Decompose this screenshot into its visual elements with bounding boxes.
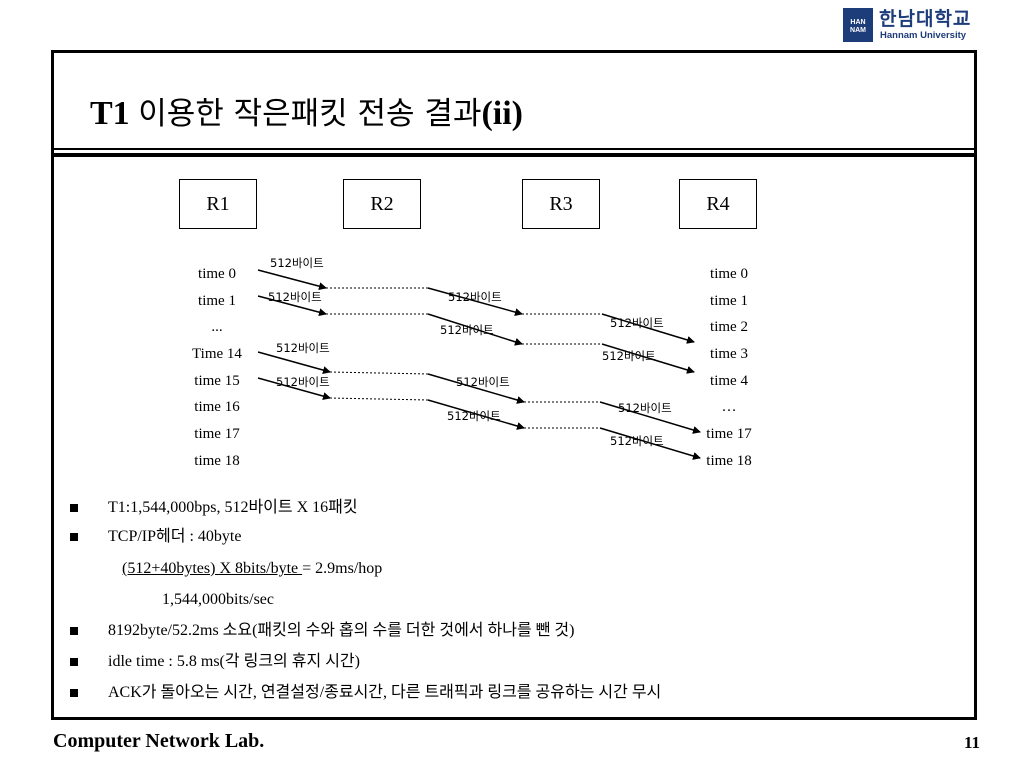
idle-dotted-line	[329, 397, 429, 401]
packet-arrow	[599, 401, 701, 434]
right-time-label: time 4	[710, 373, 748, 389]
title-korean: 이용한 작은패킷 전송 결과	[138, 96, 482, 132]
title-rule-top	[54, 148, 974, 150]
packet-arrow	[601, 343, 695, 374]
left-time-label: Time 14	[192, 346, 242, 362]
bullet-text: ACK가 돌아오는 시간, 연결설정/종료시간, 다른 트래픽과 링크를 공유하…	[108, 684, 662, 701]
packet-arrow	[427, 313, 523, 346]
slide-title: T1 이용한 작은패킷 전송 결과(ii)	[90, 92, 523, 136]
logo-mark-line2: NAM	[850, 27, 866, 34]
packet-label: 512바이트	[448, 290, 502, 304]
bullet-text: 8192byte/52.2ms 소요(패킷의 수와 홉의 수를 더한 것에서 하…	[108, 622, 575, 639]
right-time-label: time 17	[706, 426, 752, 442]
bullet-square-icon	[70, 689, 78, 697]
right-time-label: time 1	[710, 293, 748, 309]
packet-label: 512바이트	[276, 341, 330, 355]
packet-arrow	[599, 427, 701, 460]
packet-label: 512바이트	[270, 256, 324, 270]
left-time-label: time 18	[194, 453, 240, 469]
packet-label: 512바이트	[276, 375, 330, 389]
router-box-r2: R2	[343, 179, 421, 229]
formula-denominator: 1,544,000bits/sec	[162, 591, 274, 608]
packet-arrow	[257, 351, 331, 374]
left-time-label: time 0	[198, 266, 236, 282]
formula-text: (512+40bytes) X 8bits/byte = 2.9ms/hop	[122, 558, 382, 580]
logo-name: 한남대학교	[879, 8, 972, 30]
title-suffix: (ii)	[481, 95, 524, 132]
packet-arrow	[257, 295, 327, 317]
router-box-r4: R4	[679, 179, 757, 229]
right-time-label: time 18	[706, 453, 752, 469]
packet-label: 512바이트	[456, 375, 510, 389]
page-number: 11	[963, 733, 980, 752]
bullet-text: TCP/IP헤더 : 40byte	[108, 528, 242, 545]
packet-arrow	[427, 287, 523, 316]
formula-numerator: (512+40bytes) X 8bits/byte	[122, 560, 303, 577]
left-time-label: ...	[211, 319, 223, 335]
left-time-label: time 15	[194, 373, 240, 389]
bullet-square-icon	[70, 504, 78, 512]
logo-subtitle: Hannam University	[880, 30, 967, 41]
packet-label: 512바이트	[602, 349, 656, 363]
formula-result: = 2.9ms/hop	[302, 560, 383, 577]
packet-arrow	[257, 269, 327, 291]
packet-arrow	[257, 377, 331, 400]
packet-arrow	[427, 399, 525, 430]
left-time-label: time 16	[194, 399, 240, 415]
title-latin: T1	[90, 95, 130, 132]
right-time-label: time 3	[710, 346, 748, 362]
bullet-square-icon	[70, 658, 78, 666]
title-rule-bottom	[54, 153, 974, 157]
university-logo: HAN NAM 한남대학교 Hannam University	[843, 8, 983, 44]
router-box-r3: R3	[522, 179, 600, 229]
packet-label: 512바이트	[618, 401, 672, 415]
right-time-label: time 0	[710, 266, 748, 282]
packet-arrow	[601, 313, 695, 344]
bullet-square-icon	[70, 627, 78, 635]
logo-mark-line1: HAN	[850, 19, 866, 26]
packet-label: 512바이트	[440, 323, 494, 337]
left-time-label: time 17	[194, 426, 240, 442]
packet-label: 512바이트	[447, 409, 501, 423]
packet-label: 512바이트	[268, 290, 322, 304]
footer-lab-name: Computer Network Lab.	[53, 730, 265, 752]
right-time-label: time 2	[710, 319, 748, 335]
packet-label: 512바이트	[610, 434, 664, 448]
right-time-label: …	[721, 399, 737, 415]
left-time-label: time 1	[198, 293, 236, 309]
packet-arrow	[427, 373, 525, 404]
idle-dotted-line	[329, 371, 429, 375]
logo-mark-icon: HAN NAM	[843, 8, 873, 42]
packet-label: 512바이트	[610, 316, 664, 330]
bullet-square-icon	[70, 533, 78, 541]
bullet-text: T1:1,544,000bps, 512바이트 X 16패킷	[108, 499, 358, 516]
router-box-r1: R1	[179, 179, 257, 229]
bullet-text: idle time : 5.8 ms(각 링크의 휴지 시간)	[108, 653, 360, 670]
slide-frame	[51, 50, 977, 720]
